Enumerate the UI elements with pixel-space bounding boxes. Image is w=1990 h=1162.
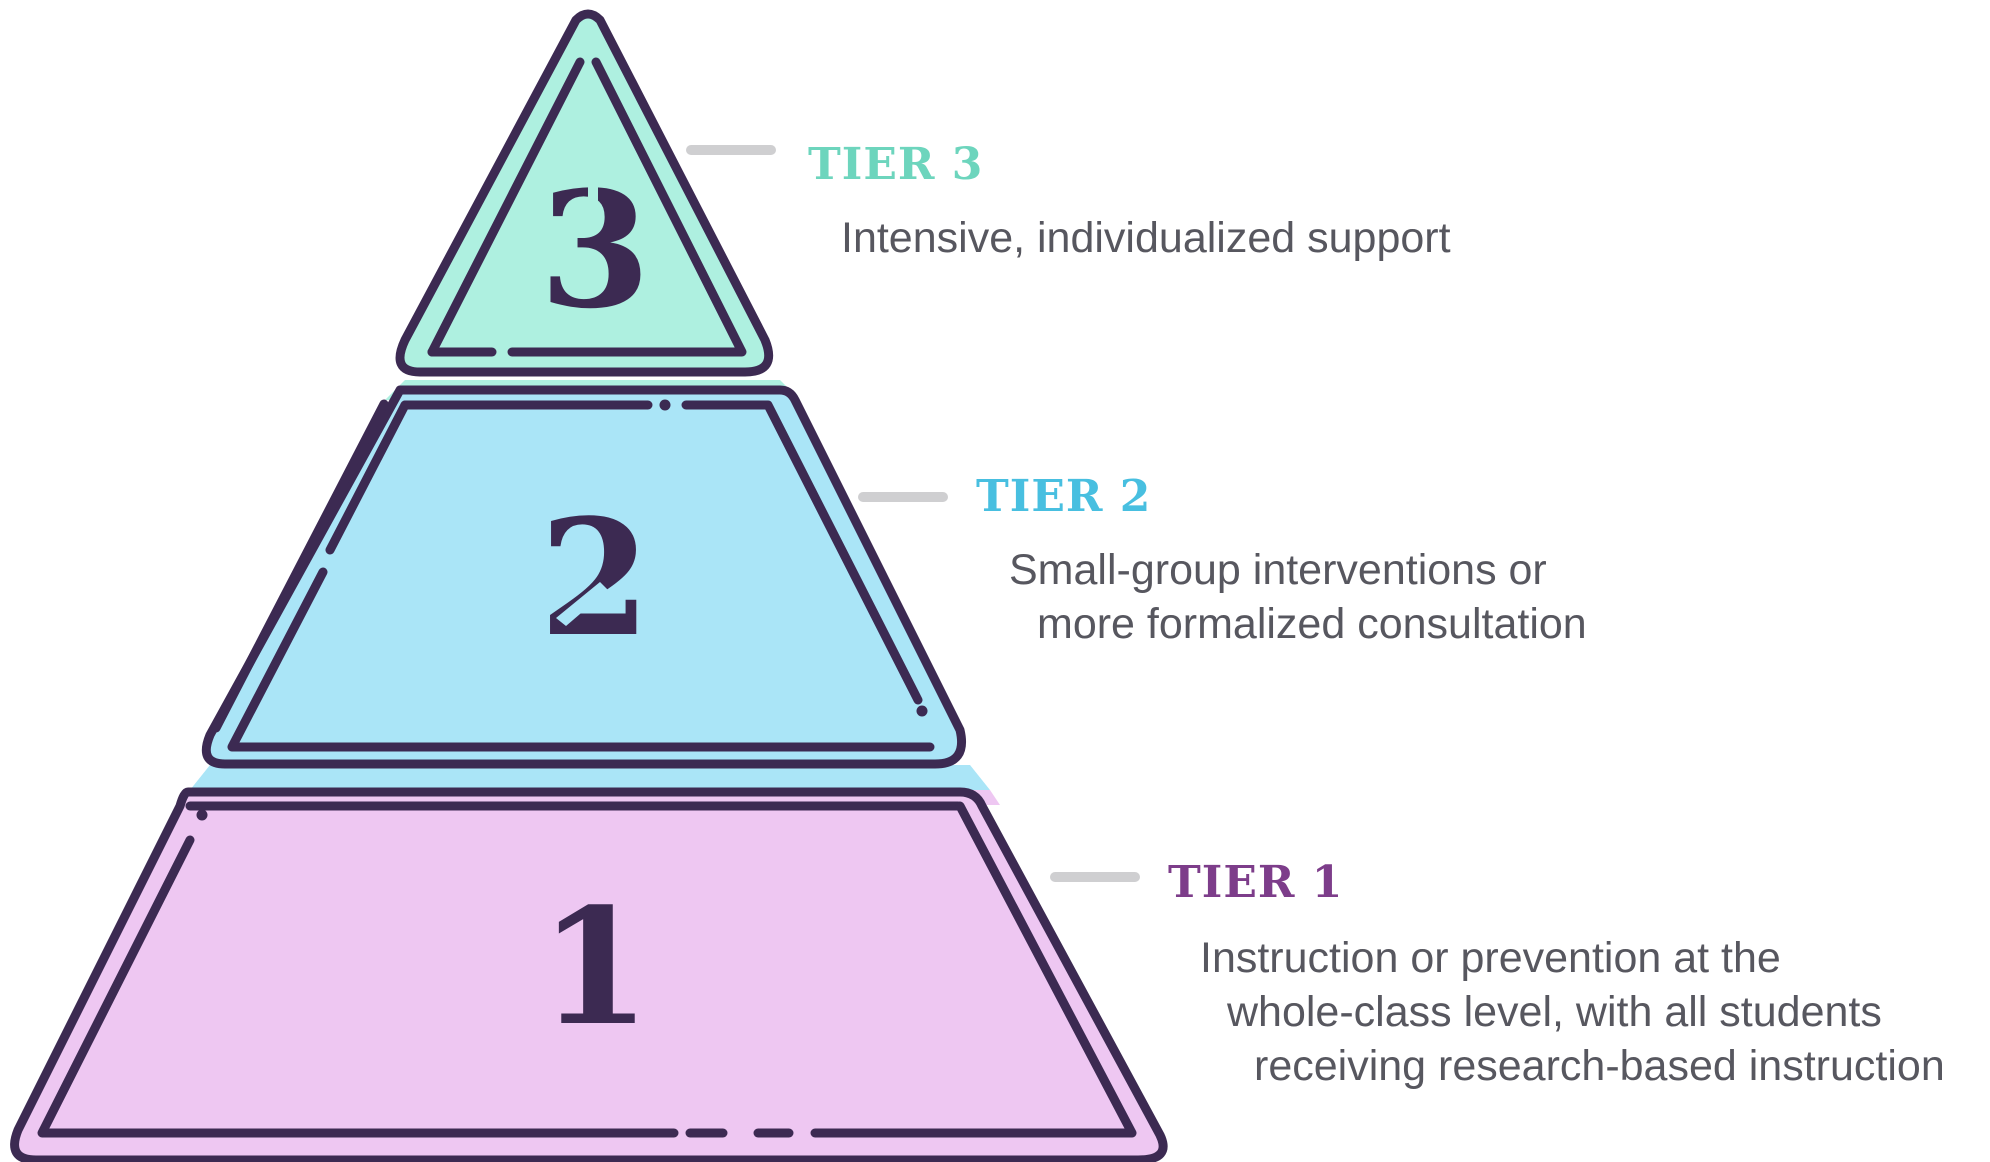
tier3-connector: [686, 145, 776, 155]
tier2-heading: TIER 2: [976, 471, 1152, 522]
tier1-connector: [1050, 872, 1140, 882]
tier2-halo: [190, 765, 990, 790]
tier1-heading: TIER 1: [1168, 857, 1344, 908]
tier3-shape: 3: [395, 9, 774, 377]
tier1-description: Instruction or prevention at the whole-c…: [1200, 931, 1945, 1093]
tier1-number: 1: [539, 873, 650, 1061]
tier2-shape: 2: [201, 385, 966, 769]
tier1-desc-line-3: receiving research-based instruction: [1254, 1042, 1945, 1090]
tier2-connector: [858, 492, 948, 502]
tier3-heading: TIER 3: [808, 139, 984, 190]
tier3-description: Intensive, individualized support: [841, 211, 1451, 265]
tier3-desc-line-1: Intensive, individualized support: [841, 214, 1451, 262]
tier2-label-block: TIER 2 Small-group interventions or more…: [976, 475, 1587, 651]
tier1-shape: 1: [10, 787, 1168, 1162]
tier2-number: 2: [539, 484, 650, 672]
tier1-desc-line-1: Instruction or prevention at the: [1200, 934, 1781, 982]
tier2-desc-line-1: Small-group interventions or: [1009, 546, 1547, 594]
tier1-desc-line-2: whole-class level, with all students: [1227, 988, 1882, 1036]
tier2-description: Small-group interventions or more formal…: [1009, 543, 1587, 651]
tier1-label-block: TIER 1 Instruction or prevention at the …: [1168, 861, 1945, 1093]
tier2-desc-line-2: more formalized consultation: [1037, 600, 1587, 648]
tier3-label-block: TIER 3 Intensive, individualized support: [808, 143, 1451, 265]
